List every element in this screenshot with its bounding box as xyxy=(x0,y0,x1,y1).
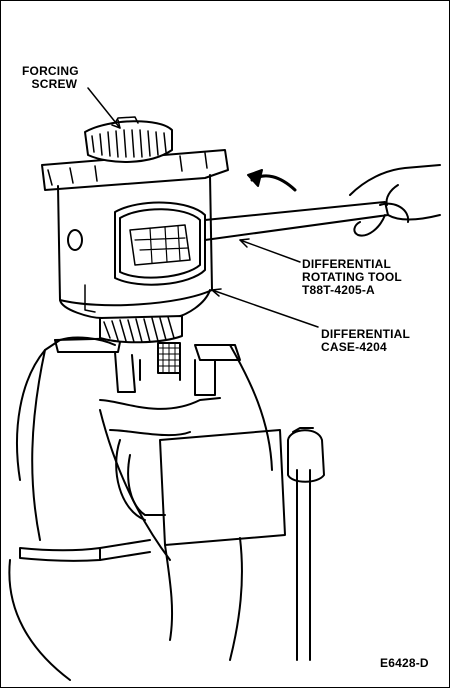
label-rotating-tool: DIFFERENTIAL ROTATING TOOL T88T-4205-A xyxy=(302,258,402,297)
rotation-arrow xyxy=(247,169,297,192)
rotating-tool xyxy=(204,201,410,241)
lower-bearing xyxy=(99,315,183,344)
hand xyxy=(349,164,441,237)
label-forcing-screw-line2: SCREW xyxy=(31,77,78,91)
label-rotating-tool-line3: T88T-4205-A xyxy=(302,283,375,297)
label-rotating-tool-line2: ROTATING TOOL xyxy=(302,270,402,284)
label-diff-case-line2: CASE-4204 xyxy=(321,340,387,354)
label-forcing-screw: FORCING SCREW xyxy=(22,65,79,91)
vise-jaw-insert xyxy=(157,342,181,374)
leader-lines xyxy=(87,87,319,328)
forcing-screw-assembly xyxy=(84,116,173,163)
label-forcing-screw-line1: FORCING xyxy=(22,64,79,78)
bench-vise xyxy=(8,336,325,681)
label-rotating-tool-line1: DIFFERENTIAL xyxy=(302,257,392,271)
figure-id: E6428-D xyxy=(380,656,429,670)
label-diff-case: DIFFERENTIAL CASE-4204 xyxy=(321,328,410,354)
differential-case xyxy=(41,149,229,319)
label-diff-case-line1: DIFFERENTIAL xyxy=(321,327,411,341)
